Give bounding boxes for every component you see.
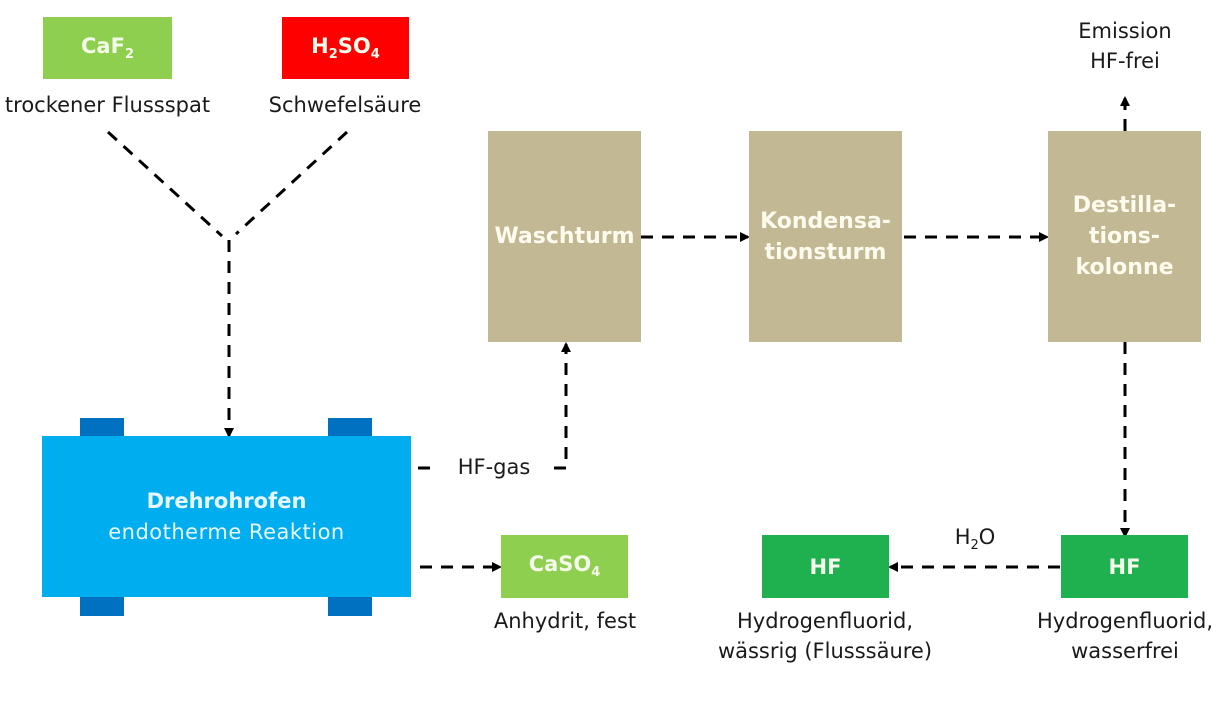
kiln-support-bottom-left	[80, 597, 124, 616]
hf-anhydrous-label: HF	[1108, 554, 1141, 579]
distillation-column: Destilla- tions- kolonne	[1048, 131, 1201, 342]
hf-aqueous-caption: Hydrogenfluorid, wässrig (Flusssäure)	[700, 606, 950, 666]
h2so4-caption: Schwefelsäure	[268, 93, 422, 117]
hf-aqueous-label: HF	[809, 554, 842, 579]
distillation-column-label-2: tions-	[1088, 224, 1161, 249]
condensation-tower-label-2: tionsturm	[764, 239, 887, 265]
hf-aqueous-caption-line-2: wässrig (Flusssäure)	[717, 639, 933, 663]
caf2-box: CaF2	[43, 17, 172, 79]
caf2-caption: trockener Flussspat	[4, 93, 211, 117]
h2so4-box: H2SO4	[282, 17, 409, 79]
hf-aqueous-caption-line-1: Hydrogenfluorid,	[737, 609, 913, 633]
rotary-kiln: Drehrohrofen endotherme Reaktion	[42, 436, 411, 597]
kiln-support-top-left	[80, 418, 124, 436]
water-label: H2O	[954, 525, 996, 554]
wash-tower: Waschturm	[488, 131, 641, 342]
kiln-subtitle: endotherme Reaktion	[108, 519, 345, 544]
h2so4-formula: H2SO4	[311, 33, 380, 63]
distillation-column-label-1: Destilla-	[1072, 193, 1177, 218]
caso4-box: CaSO4	[501, 535, 628, 598]
hf-anhydrous-box: HF	[1061, 535, 1188, 598]
kiln-title: Drehrohrofen	[146, 488, 307, 513]
hf-anhydrous-caption-line-1: Hydrogenfluorid,	[1037, 609, 1213, 633]
caf2-formula: CaF2	[81, 33, 134, 63]
arrow-hf-gas-to-wash	[554, 342, 571, 470]
caso4-formula: CaSO4	[528, 552, 601, 581]
arrow-h2so4-to-junction	[234, 130, 349, 236]
arrow-caf2-to-junction	[106, 130, 224, 238]
hf-anhydrous-caption: Hydrogenfluorid, wasserfrei	[1020, 606, 1224, 666]
emission-line-2: HF-frei	[1090, 49, 1160, 73]
hf-aqueous-box: HF	[762, 535, 889, 598]
kiln-support-top-right	[328, 418, 372, 436]
hf-anhydrous-caption-line-2: wasserfrei	[1071, 639, 1179, 663]
condensation-tower: Kondensa- tionsturm	[749, 131, 902, 342]
wash-tower-label: Waschturm	[494, 224, 635, 249]
hf-gas-label: HF-gas	[457, 455, 531, 479]
kiln-support-bottom-right	[328, 597, 372, 616]
emission-line-1: Emission	[1078, 19, 1172, 43]
condensation-tower-label-1: Kondensa-	[760, 208, 891, 234]
emission-label: Emission HF-frei	[1050, 16, 1200, 76]
distillation-column-label-3: kolonne	[1075, 255, 1174, 280]
caso4-caption: Anhydrit, fest	[493, 609, 637, 633]
